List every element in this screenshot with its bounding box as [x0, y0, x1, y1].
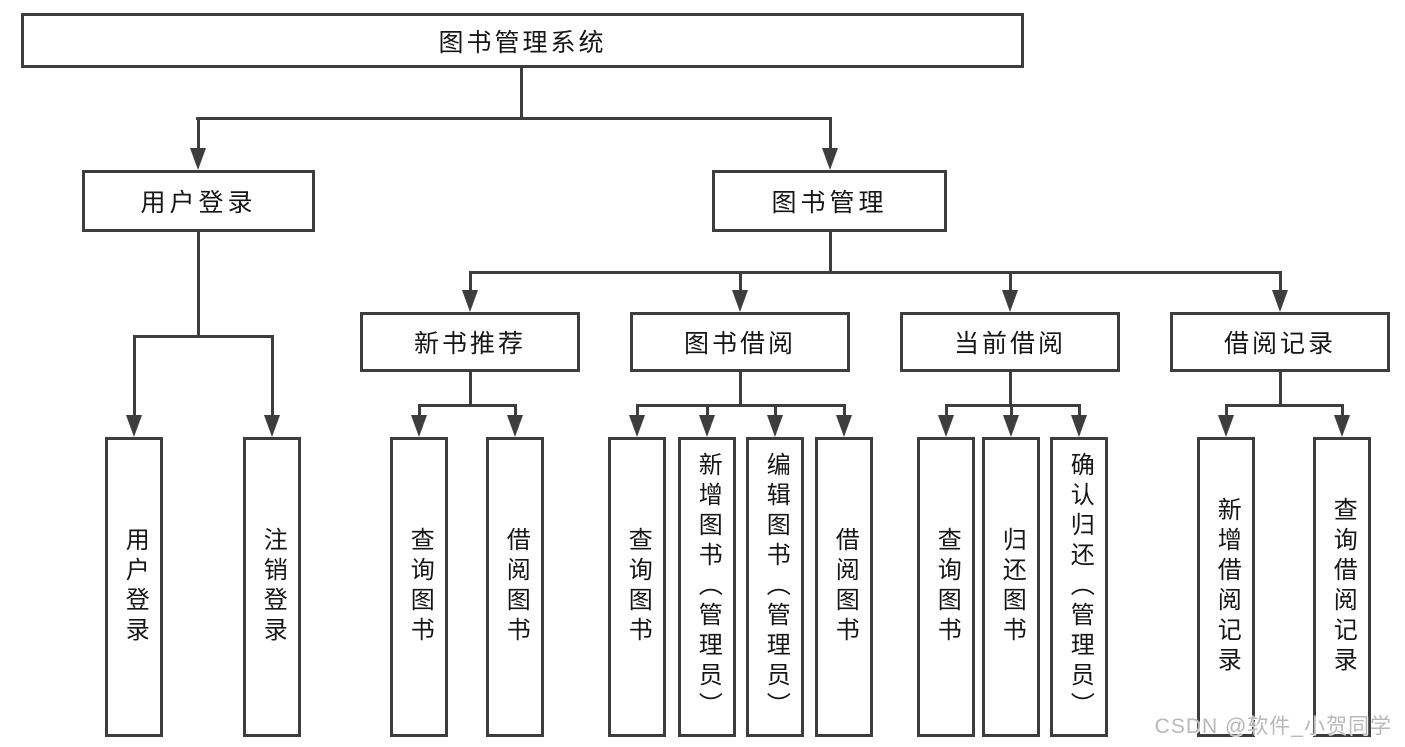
connector-drop [843, 404, 846, 417]
leaf-query-books-borrowing: 查询图书 [608, 437, 666, 737]
node-user-login: 用户登录 [82, 170, 315, 232]
connector-bar [945, 404, 1081, 407]
connector-drop [418, 404, 421, 417]
arrow-down-icon [1002, 290, 1018, 312]
leaf-label: 确认归还（管理员） [1066, 452, 1094, 722]
leaf-borrow-books-recommend: 借阅图书 [486, 437, 544, 737]
leaf-return-books: 归还图书 [982, 437, 1040, 737]
arrow-down-icon [836, 415, 852, 437]
leaf-label: 查询图书 [933, 527, 961, 647]
arrow-down-icon [699, 415, 715, 437]
connector-drop [774, 404, 777, 417]
leaf-label: 编辑图书（管理员） [762, 452, 790, 722]
leaf-label: 借阅图书 [831, 527, 859, 647]
leaf-user-login: 用户登录 [105, 437, 163, 737]
connector-user-login-stem [197, 232, 200, 337]
connector-drop [514, 404, 517, 417]
connector-bar [418, 404, 517, 407]
connector-root-stem [520, 68, 523, 120]
leaf-label: 借阅图书 [502, 527, 530, 647]
arrow-down-icon [1334, 415, 1350, 437]
connector-stem [739, 372, 742, 405]
connector-stem [1279, 372, 1282, 405]
connector-drop [739, 271, 742, 292]
connector-level1-bar [196, 117, 832, 120]
connector-stem [1009, 372, 1012, 405]
arrow-down-icon [1003, 415, 1019, 437]
connector-drop [1010, 404, 1013, 417]
connector-drop [636, 404, 639, 417]
connector-drop [1225, 404, 1228, 417]
connector-stem [469, 372, 472, 405]
arrow-down-icon [462, 290, 478, 312]
leaf-label: 注销登录 [259, 527, 287, 647]
leaf-label: 用户登录 [121, 527, 149, 647]
connector-drop [469, 271, 472, 292]
connector-drop [1341, 404, 1344, 417]
leaf-add-borrow-record: 新增借阅记录 [1197, 437, 1255, 737]
node-new-book-recommendation: 新书推荐 [360, 312, 580, 372]
leaf-label: 新增借阅记录 [1213, 497, 1241, 677]
leaf-query-borrow-record: 查询借阅记录 [1313, 437, 1371, 737]
arrow-down-icon [1071, 415, 1087, 437]
leaf-query-books-current: 查询图书 [917, 437, 975, 737]
arrow-down-icon [732, 290, 748, 312]
connector-bar [636, 404, 846, 407]
connector-drop [133, 335, 136, 417]
leaf-label: 查询借阅记录 [1329, 497, 1357, 677]
arrow-down-icon [507, 415, 523, 437]
leaf-logout: 注销登录 [243, 437, 301, 737]
arrow-down-icon [629, 415, 645, 437]
arrow-down-icon [264, 415, 280, 437]
node-borrowing-records: 借阅记录 [1170, 312, 1390, 372]
csdn-watermark: CSDN @软件_小贺同学 [1154, 715, 1392, 738]
arrow-down-icon [126, 415, 142, 437]
leaf-confirm-return-admin: 确认归还（管理员） [1050, 437, 1108, 737]
node-book-management: 图书管理 [712, 170, 947, 232]
arrow-down-icon [1272, 290, 1288, 312]
leaf-borrow-books-borrowing: 借阅图书 [815, 437, 873, 737]
connector-drop [945, 404, 948, 417]
arrow-down-icon [767, 415, 783, 437]
node-library-management-system: 图书管理系统 [21, 13, 1024, 68]
leaf-label: 新增图书（管理员） [694, 452, 722, 722]
leaf-label: 归还图书 [998, 527, 1026, 647]
connector-drop [1078, 404, 1081, 417]
connector-drop [271, 335, 274, 417]
connector-user-login-bar [133, 335, 274, 338]
leaf-query-books-recommend: 查询图书 [390, 437, 448, 737]
leaf-label: 查询图书 [624, 527, 652, 647]
leaf-label: 查询图书 [406, 527, 434, 647]
node-book-borrowing: 图书借阅 [630, 312, 850, 372]
connector-bar [1225, 404, 1344, 407]
arrow-down-icon [190, 148, 206, 170]
connector-level3-bar [469, 271, 1281, 274]
connector-drop [706, 404, 709, 417]
arrow-down-icon [411, 415, 427, 437]
arrow-down-icon [1218, 415, 1234, 437]
connector-drop [197, 117, 200, 150]
connector-drop [1279, 271, 1282, 292]
connector-book-mgmt-stem [829, 232, 832, 273]
arrow-down-icon [822, 148, 838, 170]
connector-drop [1009, 271, 1012, 292]
leaf-add-books-admin: 新增图书（管理员） [678, 437, 736, 737]
leaf-edit-books-admin: 编辑图书（管理员） [746, 437, 804, 737]
node-current-borrowing: 当前借阅 [900, 312, 1120, 372]
arrow-down-icon [938, 415, 954, 437]
connector-drop [829, 117, 832, 150]
